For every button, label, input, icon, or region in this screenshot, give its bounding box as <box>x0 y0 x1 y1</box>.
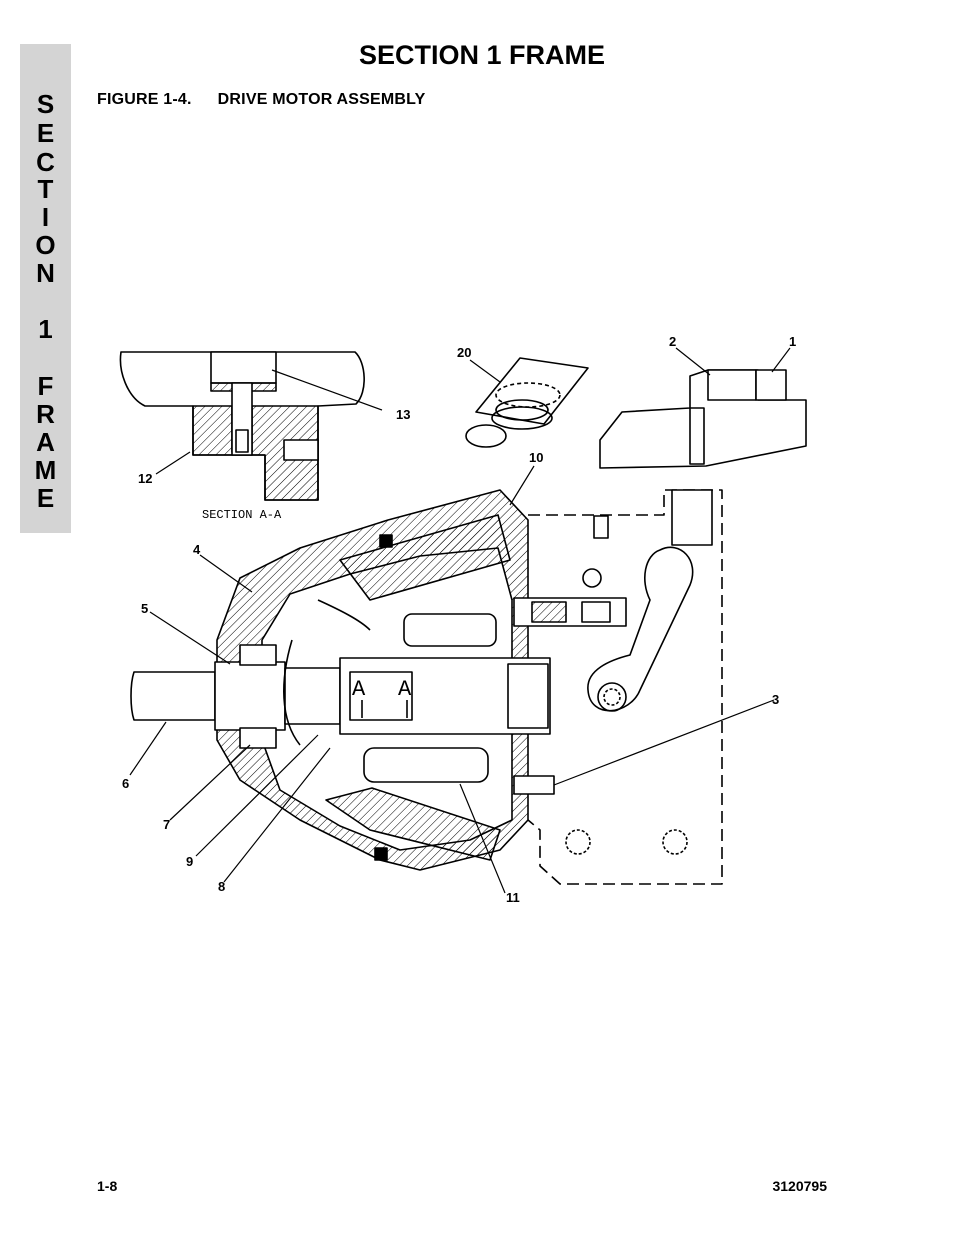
side-tab-letter: O <box>35 230 56 260</box>
mounting-bracket <box>527 489 723 885</box>
figure-title: FIGURE 1-4. DRIVE MOTOR ASSEMBLY <box>97 91 426 109</box>
callout-11: 11 <box>506 890 520 905</box>
callout-6: 6 <box>122 776 129 791</box>
side-tab-letter: M <box>34 455 57 485</box>
side-tab-letter: 1 <box>38 314 53 344</box>
side-tab-letter: C <box>36 147 55 177</box>
page-title: SECTION 1 FRAME <box>358 40 606 70</box>
callout-5: 5 <box>141 601 148 616</box>
callout-3: 3 <box>772 692 779 707</box>
callout-9: 9 <box>186 854 193 869</box>
figure-caption: DRIVE MOTOR ASSEMBLY <box>217 91 426 108</box>
callout-1: 1 <box>789 334 796 349</box>
callout-12: 12 <box>138 471 152 486</box>
side-tab-letter: I <box>41 202 50 232</box>
page-number: 1-8 <box>97 1178 118 1194</box>
section-side-tab: S E C T I O N 1 F R A M E <box>20 44 71 533</box>
side-tab-letter: T <box>37 174 54 204</box>
callout-7: 7 <box>163 817 170 832</box>
figure-number: FIGURE 1-4. <box>97 91 192 108</box>
section-mark-left: A <box>352 677 366 702</box>
seal-kit <box>465 357 589 448</box>
side-tab-letter: F <box>37 371 54 401</box>
relief-valve <box>513 597 627 795</box>
leader-lines <box>129 465 775 894</box>
section-a-a-label: SECTION A-A <box>202 508 282 522</box>
side-tab-letter: R <box>36 399 55 429</box>
side-tab-letter: E <box>36 483 55 513</box>
callout-13: 13 <box>396 407 410 422</box>
callout-10: 10 <box>529 450 543 465</box>
valve-body-top <box>599 347 807 469</box>
side-tab-letter: E <box>36 118 55 148</box>
side-tab-letter: N <box>36 258 55 288</box>
section-mark-right: A <box>398 677 412 702</box>
callout-20: 20 <box>457 345 471 360</box>
section-a-a-detail <box>119 351 383 501</box>
callout-8: 8 <box>218 879 225 894</box>
callout-4: 4 <box>193 542 201 557</box>
shaft-assembly <box>130 599 551 783</box>
callout-2: 2 <box>669 334 676 349</box>
side-tab-letter: A <box>36 427 55 457</box>
document-number: 3120795 <box>772 1178 827 1194</box>
side-tab-letter: S <box>36 89 55 119</box>
